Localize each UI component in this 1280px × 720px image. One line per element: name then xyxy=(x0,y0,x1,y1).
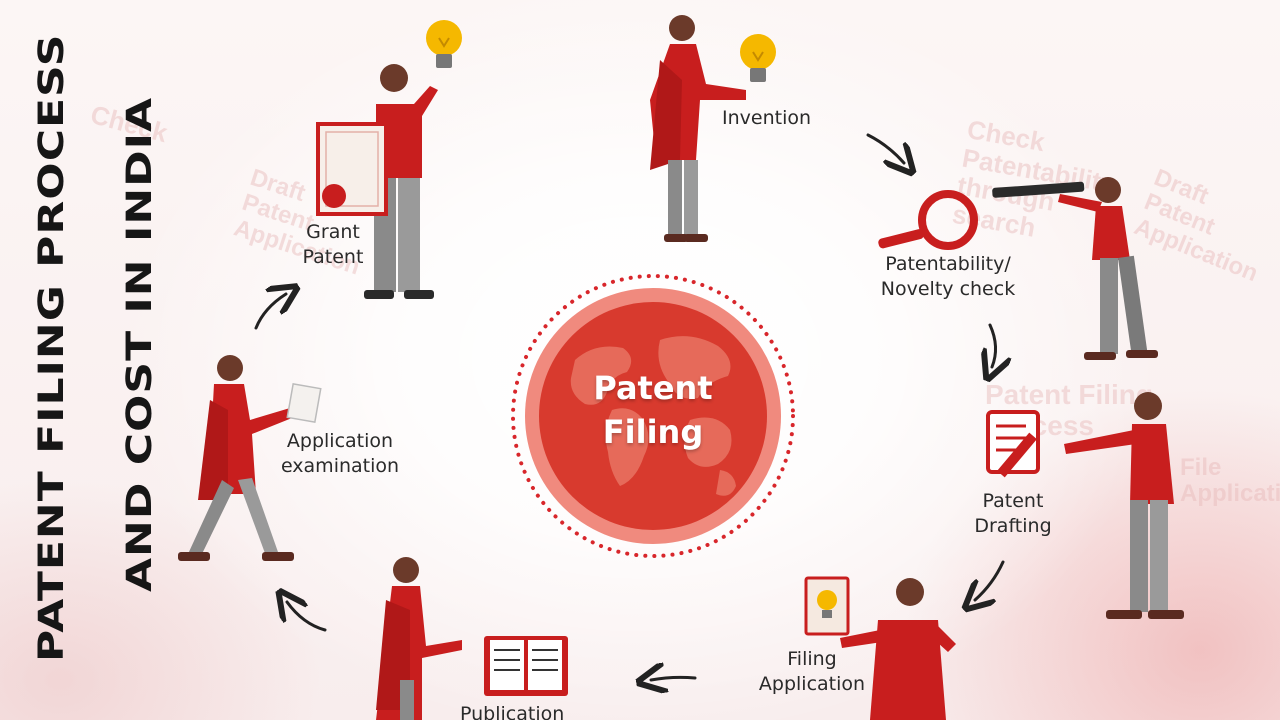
page-title-line1: PATENT FILING PROCESS xyxy=(32,34,72,662)
paper-sheet-icon xyxy=(287,384,320,422)
arrow-publication-to-examination xyxy=(287,602,325,630)
step-label-filing-line1: Filing xyxy=(740,647,884,672)
step-label-grant-line1: Grant xyxy=(290,220,376,245)
step-label-drafting-line1: Patent xyxy=(955,489,1071,514)
page-title: PATENT FILING PROCESS AND COST IN INDIA xyxy=(18,0,188,720)
arrow-examination-to-grant xyxy=(256,294,286,328)
step-label-grant-line2: Patent xyxy=(290,245,376,270)
magnifier-icon xyxy=(877,194,974,249)
arrow-filing-to-publication xyxy=(651,677,695,680)
step-label-patentability-line1: Patentability/ xyxy=(860,252,1036,277)
certificate-icon xyxy=(318,124,386,214)
step-label-patentability-line2: Novelty check xyxy=(860,277,1036,302)
lightbulb-icon xyxy=(740,34,776,82)
step-label-filing-line2: Application xyxy=(740,672,884,697)
step-label-examination-line2: examination xyxy=(262,454,418,479)
step-label-grant: Grant Patent xyxy=(290,220,376,270)
center-label-line1: Patent xyxy=(553,366,753,410)
document-edit-icon xyxy=(988,412,1038,477)
step-label-publication: Publication xyxy=(460,702,564,720)
center-label: Patent Filing xyxy=(553,366,753,454)
arrow-invention-to-patentability xyxy=(868,135,904,163)
step-label-examination: Application examination xyxy=(262,429,418,479)
arrow-drafting-to-filing xyxy=(975,562,1003,600)
publication-figure xyxy=(376,557,462,720)
step-label-drafting-line2: Drafting xyxy=(955,514,1071,539)
book-icon xyxy=(484,636,568,696)
step-label-invention: Invention xyxy=(722,106,811,131)
idea-document-icon xyxy=(806,578,848,634)
arrow-patentability-to-drafting xyxy=(990,325,996,367)
page-title-line2: AND COST IN INDIA xyxy=(120,97,160,592)
step-label-filing: Filing Application xyxy=(740,647,884,697)
step-label-drafting: Patent Drafting xyxy=(955,489,1071,539)
step-label-patentability: Patentability/ Novelty check xyxy=(860,252,1036,302)
drafting-figure xyxy=(1064,392,1184,619)
step-label-examination-line1: Application xyxy=(262,429,418,454)
lightbulb-icon-grant xyxy=(426,20,462,68)
center-label-line2: Filing xyxy=(553,410,753,454)
